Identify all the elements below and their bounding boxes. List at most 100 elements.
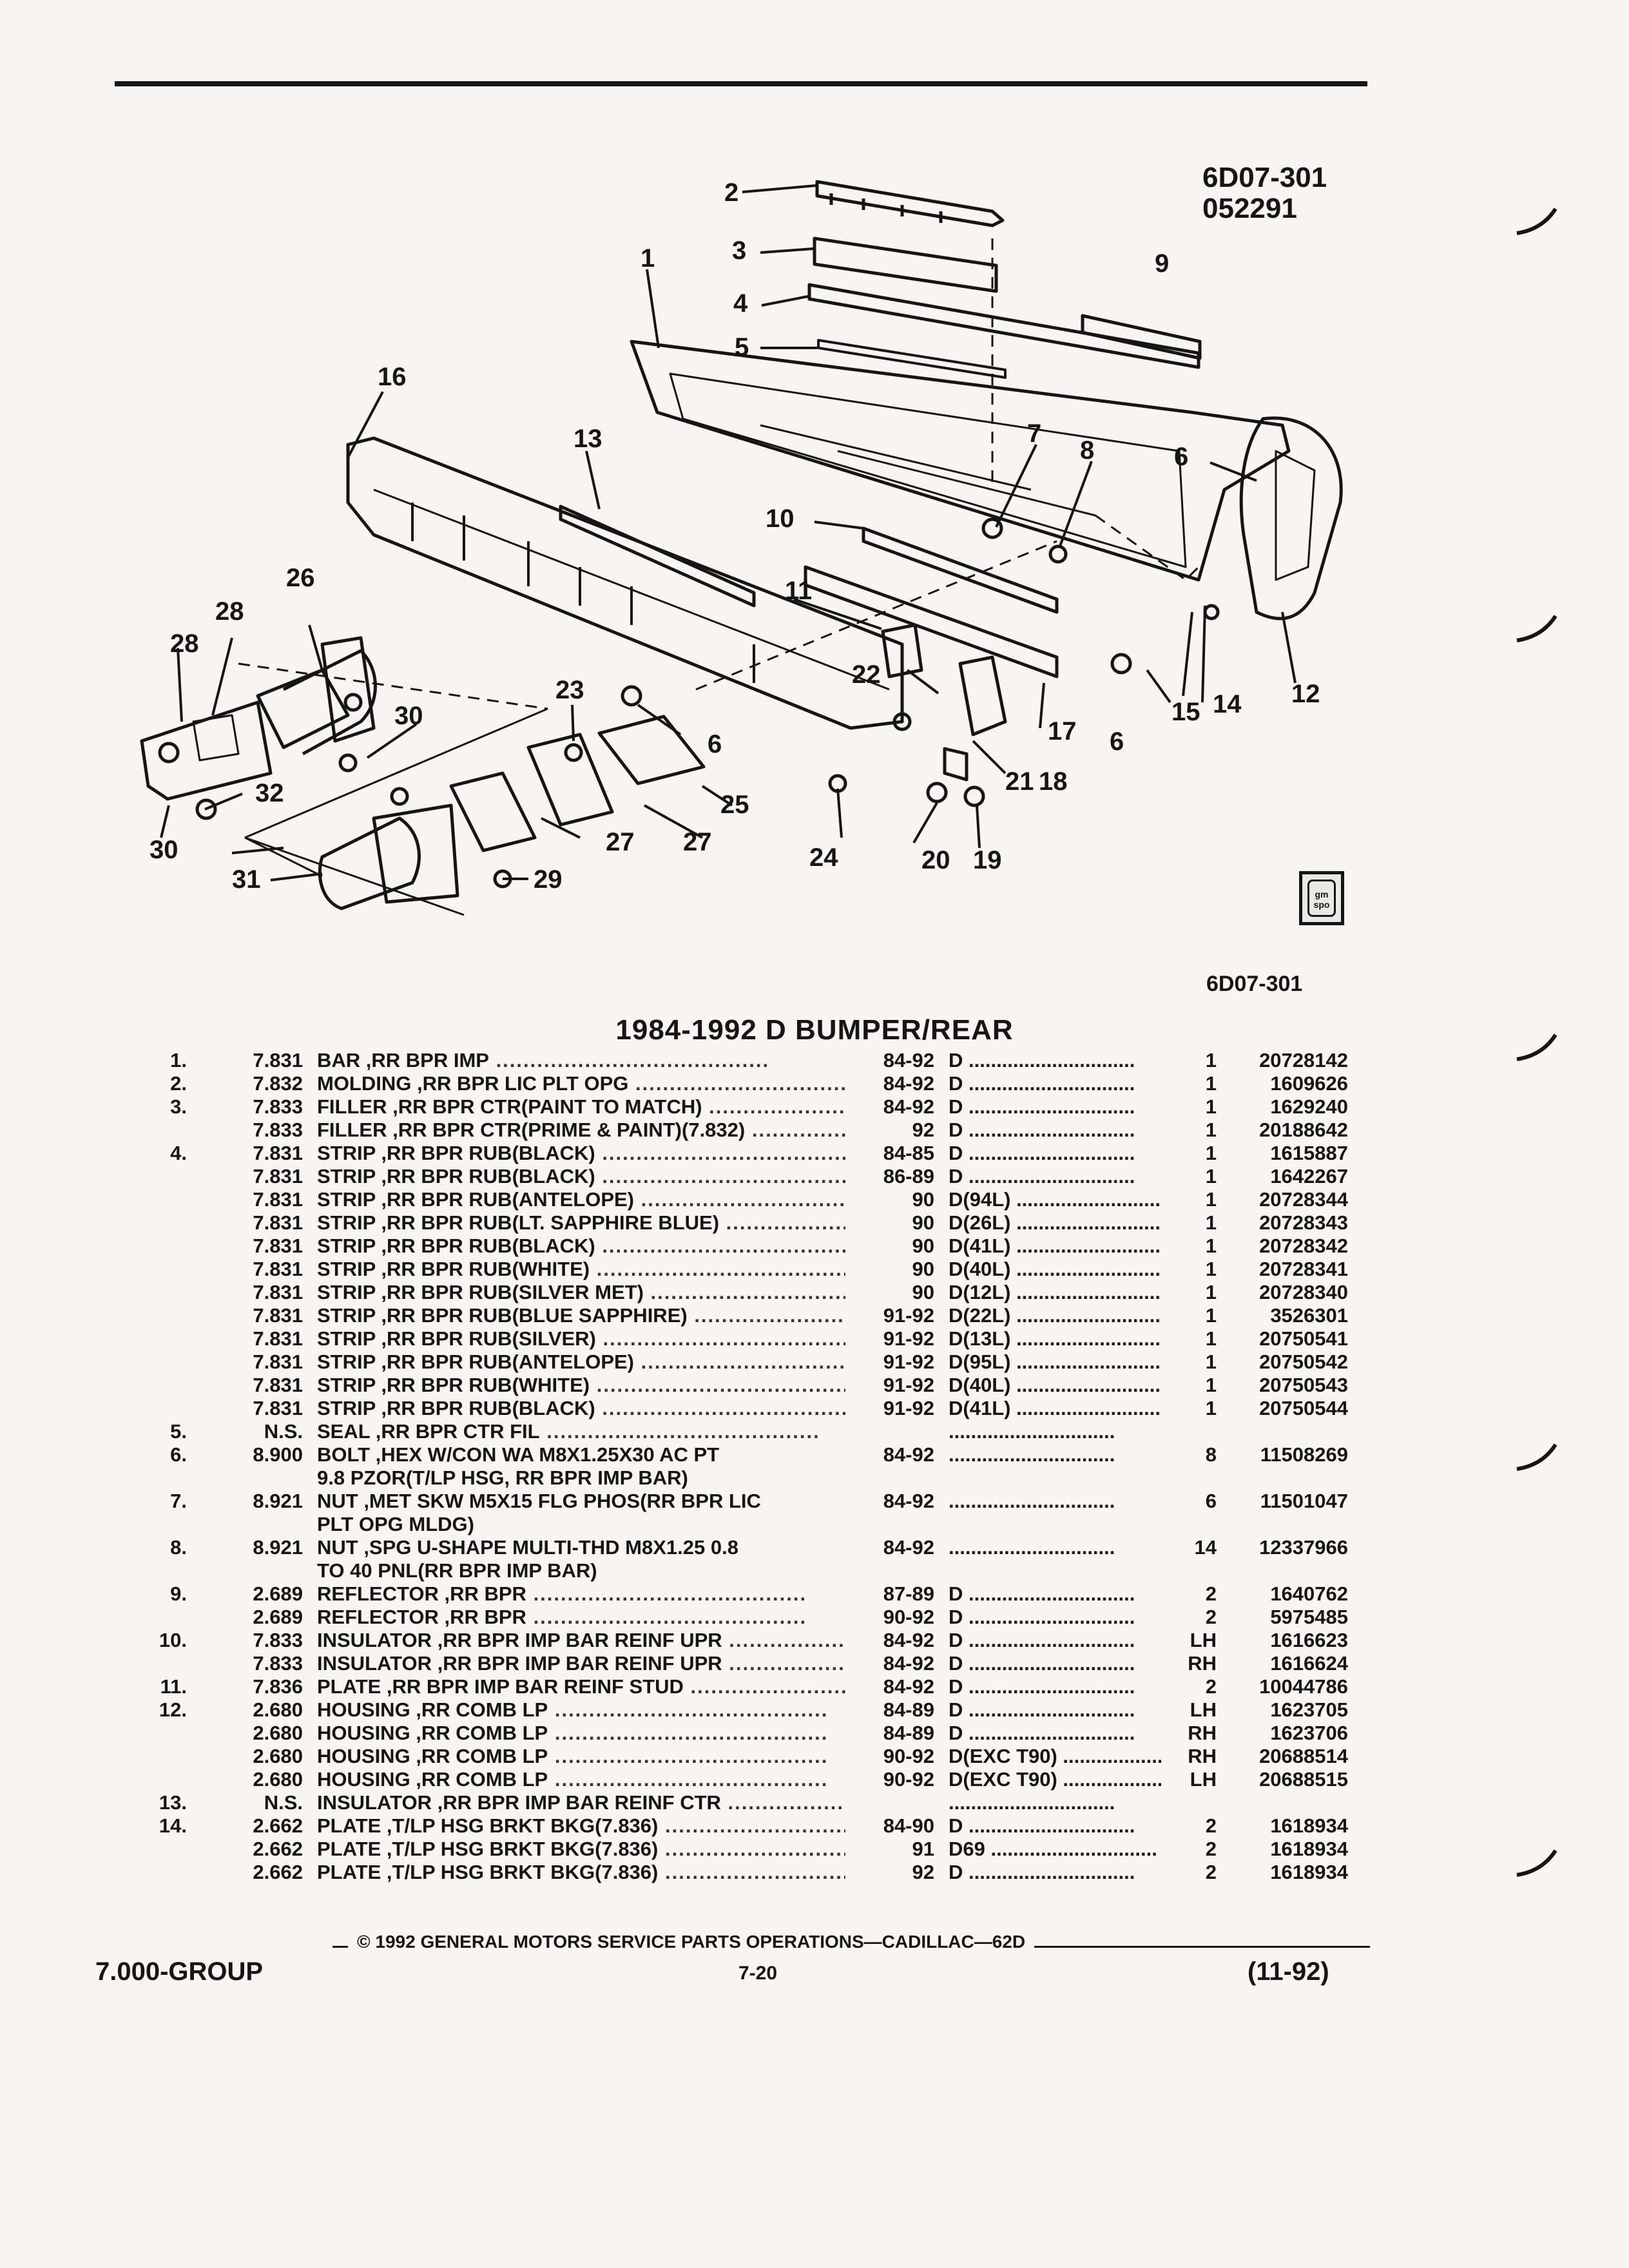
model-years: 91-92 (883, 1327, 934, 1350)
part-description-text: FILLER ,RR BPR CTR(PRIME & PAINT)(7.832) (317, 1119, 746, 1141)
part-description: STRIP ,RR BPR RUB(SILVER) ..............… (317, 1327, 845, 1350)
part-description: REFLECTOR ,RR BPR ......................… (317, 1606, 807, 1628)
model-years: 84-92 (883, 1095, 934, 1118)
group-number: 7.831 (253, 1258, 303, 1280)
quantity: 1 (1205, 1072, 1217, 1095)
part-number: 1618934 (1270, 1861, 1348, 1883)
part-description-continued: PLT OPG MLDG) (317, 1513, 474, 1535)
parts-row: 7.831 91-92 D(13L) .......................… (0, 1327, 1629, 1350)
part-description: BAR ,RR BPR IMP ........................… (317, 1049, 770, 1072)
callout-21: 21 (1005, 767, 1034, 796)
quantity: 1 (1205, 1119, 1217, 1141)
part-ref-number: 4. (170, 1142, 187, 1164)
part-description-text: INSULATOR ,RR BPR IMP BAR REINF UPR (317, 1629, 722, 1651)
callout-28: 28 (215, 597, 244, 626)
model-years: 84-92 (883, 1443, 934, 1466)
part-description-text: STRIP ,RR BPR RUB(WHITE) (317, 1374, 590, 1396)
series-code: D .............................. (949, 1165, 1135, 1187)
callout-3: 3 (732, 236, 746, 265)
part-number: 1615887 (1270, 1142, 1348, 1164)
part-number: 20188642 (1259, 1119, 1348, 1141)
quantity: 6 (1205, 1490, 1217, 1512)
series-code: .............................. (949, 1420, 1115, 1443)
series-code: D(13L) .............................. (949, 1327, 1161, 1350)
part-description-text: FILLER ,RR BPR CTR(PAINT TO MATCH) (317, 1095, 702, 1118)
part-description-text: HOUSING ,RR COMB LP (317, 1768, 548, 1791)
group-number: 7.832 (253, 1072, 303, 1095)
model-years: 92 (912, 1861, 934, 1883)
series-code: D .............................. (949, 1652, 1135, 1675)
model-years: 91 (912, 1838, 934, 1860)
series-code: D .............................. (949, 1119, 1135, 1141)
part-description: STRIP ,RR BPR RUB(LT. SAPPHIRE BLUE) ...… (317, 1211, 845, 1234)
series-code: D .............................. (949, 1722, 1135, 1744)
group-number: 7.836 (253, 1675, 303, 1698)
binder-mark-icon (1516, 615, 1557, 642)
part-description-text: STRIP ,RR BPR RUB(LT. SAPPHIRE BLUE) (317, 1211, 720, 1234)
part-description-text: STRIP ,RR BPR RUB(WHITE) (317, 1258, 590, 1280)
callout-28: 28 (170, 629, 199, 658)
callout-17: 17 (1048, 717, 1077, 745)
quantity: 1 (1205, 1049, 1217, 1072)
part-description-text: PLATE ,T/LP HSG BRKT BKG(7.836) (317, 1814, 659, 1837)
group-number: 7.833 (253, 1119, 303, 1141)
part-ref-number: 12. (159, 1698, 187, 1721)
part-description-text: BAR ,RR BPR IMP (317, 1049, 489, 1072)
part-number: 20728344 (1259, 1188, 1348, 1211)
part-description-text: REFLECTOR ,RR BPR (317, 1582, 526, 1605)
series-code: D(41L) .............................. (949, 1397, 1161, 1419)
model-years: 84-92 (883, 1072, 934, 1095)
part-description-text: PLATE ,T/LP HSG BRKT BKG(7.836) (317, 1861, 659, 1883)
quantity: 1 (1205, 1327, 1217, 1350)
callout-27: 27 (606, 828, 635, 856)
figure-code-bottom: 6D07-301 (1206, 972, 1303, 996)
binder-mark-icon (1516, 1443, 1557, 1471)
part-number: 1640762 (1270, 1582, 1348, 1605)
quantity: 1 (1205, 1258, 1217, 1280)
part-description-text: STRIP ,RR BPR RUB(BLACK) (317, 1235, 595, 1257)
model-years: 91-92 (883, 1397, 934, 1419)
callout-31: 31 (232, 865, 261, 894)
part-ref-number: 6. (170, 1443, 187, 1466)
model-years: 90 (912, 1258, 934, 1280)
callout-6: 6 (1110, 727, 1124, 756)
quantity: 1 (1205, 1304, 1217, 1327)
part-ref-number: 10. (159, 1629, 187, 1651)
callout-6: 6 (708, 730, 722, 758)
part-description: PLATE ,T/LP HSG BRKT BKG(7.836) ........… (317, 1861, 845, 1883)
group-number: 2.680 (253, 1722, 303, 1744)
part-description: STRIP ,RR BPR RUB(WHITE) ...............… (317, 1258, 845, 1280)
group-number: 7.831 (253, 1397, 303, 1419)
group-number: 2.662 (253, 1838, 303, 1860)
series-code: D(EXC T90) .............................… (949, 1745, 1161, 1767)
part-ref-number: 13. (159, 1791, 187, 1814)
part-description-text: INSULATOR ,RR BPR IMP BAR REINF UPR (317, 1652, 722, 1675)
group-number: 7.831 (253, 1327, 303, 1350)
part-number: 1618934 (1270, 1838, 1348, 1860)
quantity: 1 (1205, 1397, 1217, 1419)
quantity: 2 (1205, 1606, 1217, 1628)
part-number: 20750542 (1259, 1350, 1348, 1373)
part-description: FILLER ,RR BPR CTR(PRIME & PAINT)(7.832)… (317, 1119, 845, 1141)
group-number: 7.831 (253, 1350, 303, 1373)
part-ref-number: 8. (170, 1536, 187, 1559)
part-ref-number: 7. (170, 1490, 187, 1512)
group-number: 7.831 (253, 1374, 303, 1396)
callout-7: 7 (1027, 419, 1041, 448)
part-number: 20728340 (1259, 1281, 1348, 1303)
footer-group: 7.000-GROUP (95, 1957, 264, 1986)
quantity: 1 (1205, 1095, 1217, 1118)
group-number: N.S. (264, 1791, 303, 1814)
part-description-text: STRIP ,RR BPR RUB(BLACK) (317, 1142, 595, 1164)
group-number: 7.831 (253, 1235, 303, 1257)
group-number: 2.689 (253, 1582, 303, 1605)
part-description: HOUSING ,RR COMB LP ....................… (317, 1722, 829, 1744)
model-years: 90 (912, 1281, 934, 1303)
